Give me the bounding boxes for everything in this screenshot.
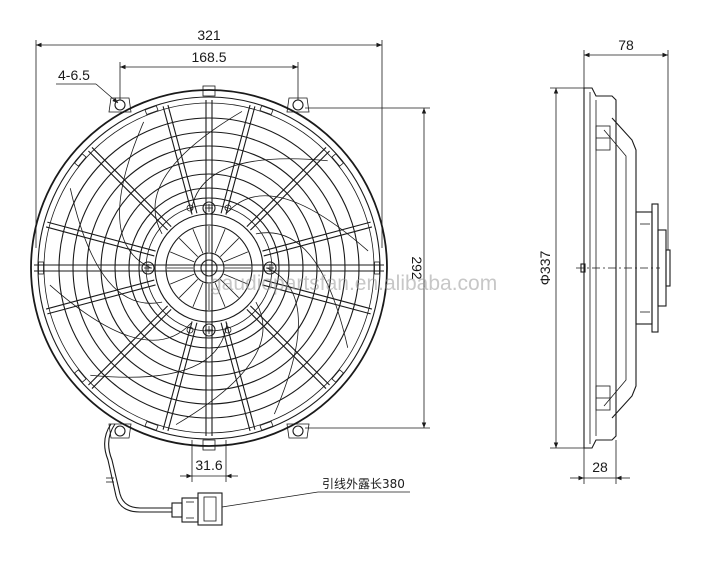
dimension-frame-depth: 28 [570, 440, 630, 484]
motor-screws [141, 201, 277, 337]
fan-blade [266, 267, 299, 415]
guard-spoke [263, 279, 373, 310]
guard-spoke [225, 106, 256, 215]
guard-ring [86, 145, 332, 391]
hub-rib [179, 279, 198, 298]
fan-blade [226, 195, 369, 252]
shroud-marking [73, 369, 87, 383]
shroud-marking [38, 261, 44, 275]
hub-rib [192, 229, 204, 254]
dimension-height: 292 [305, 107, 430, 429]
guard-spoke [249, 305, 330, 386]
power-cable [104, 423, 172, 513]
front-view [30, 85, 388, 526]
hub-rib [223, 273, 248, 285]
hub-rib [220, 279, 239, 298]
dimension-depth: 78 [583, 37, 669, 250]
guard-ring [100, 159, 318, 377]
dim-label-28: 28 [592, 459, 608, 475]
hub-rib [214, 229, 226, 254]
shroud-marking [259, 105, 274, 116]
guard-spoke [45, 226, 155, 257]
fan-blade [190, 158, 328, 213]
dimension-diameter: Φ337 [537, 87, 588, 449]
dim-label-78: 78 [618, 37, 634, 53]
fan-blade [90, 323, 228, 378]
guard-spoke [263, 226, 373, 257]
hub-rib [179, 238, 198, 257]
motor-hub [145, 204, 273, 332]
fan-blade [175, 301, 264, 425]
dim-label-31-6: 31.6 [195, 457, 222, 473]
dimension-mount-holes: 4-6.5 [56, 67, 119, 104]
watermark-text: gaudiopartsfan.en.alibaba.com [210, 272, 497, 295]
guard-spoke [162, 106, 193, 215]
hub-rib [220, 238, 239, 257]
shroud-marking [331, 369, 345, 383]
dim-label-292: 292 [409, 256, 425, 280]
fan-shroud [30, 89, 388, 447]
fan-blade [154, 111, 243, 235]
guard-spoke [220, 322, 251, 432]
dim-label-phi-337: Φ337 [537, 251, 553, 286]
wire-connector [171, 492, 223, 526]
guard-spoke [45, 279, 155, 310]
horizontal-crossbar [34, 264, 384, 272]
guard-spoke [262, 284, 371, 315]
shroud-marking [144, 420, 159, 431]
guard-spoke [88, 150, 169, 231]
dim-label-4-6-5: 4-6.5 [58, 67, 90, 83]
guard-spoke [47, 284, 156, 315]
shroud-markings [38, 105, 380, 431]
hub-rib [223, 251, 248, 263]
guard-spoke [91, 308, 172, 389]
guard-rings [58, 117, 360, 419]
cable-length-note: 引线外露长380 [221, 477, 410, 508]
hub-rib [192, 282, 204, 307]
shroud-marking [374, 261, 380, 275]
guard-spoke [225, 321, 256, 430]
guard-spoke [88, 305, 169, 386]
fan-blade [69, 188, 163, 304]
guard-spoke [91, 147, 172, 228]
shroud-marking [259, 420, 274, 431]
guard-spoke [246, 308, 327, 389]
fan-blade [49, 284, 192, 341]
cable-length-label: 引线外露长380 [322, 477, 405, 491]
fan-blades [49, 111, 369, 425]
guard-spoke [162, 321, 193, 430]
guard-spoke [167, 104, 198, 214]
guard-ring [138, 197, 280, 339]
guard-spoke [262, 221, 371, 252]
guard-ring [128, 187, 290, 349]
guard-spoke [246, 147, 327, 228]
side-view [576, 87, 671, 449]
guard-spokes [45, 100, 373, 436]
fan-blade [255, 232, 349, 348]
dim-label-321: 321 [197, 27, 221, 43]
hub-rib [170, 273, 195, 285]
dimension-connector-spacing: 31.6 [180, 440, 238, 482]
fan-blade [119, 121, 152, 269]
guard-spoke [220, 104, 251, 214]
hub-rib [170, 251, 195, 263]
shroud-marking [73, 153, 87, 167]
guard-spoke [167, 322, 198, 432]
dimension-hole-spacing: 168.5 [119, 49, 299, 100]
hub-rib [214, 282, 226, 307]
guard-ring [58, 117, 360, 419]
dimension-overall-width: 321 [35, 27, 383, 248]
guard-spoke [47, 221, 156, 252]
guard-spoke [249, 150, 330, 231]
shroud-marking [331, 153, 345, 167]
dim-label-168-5: 168.5 [191, 49, 226, 65]
guard-ring [72, 131, 346, 405]
guard-ring [114, 173, 304, 363]
mounting-tabs [108, 85, 310, 451]
shroud-marking [144, 105, 159, 116]
